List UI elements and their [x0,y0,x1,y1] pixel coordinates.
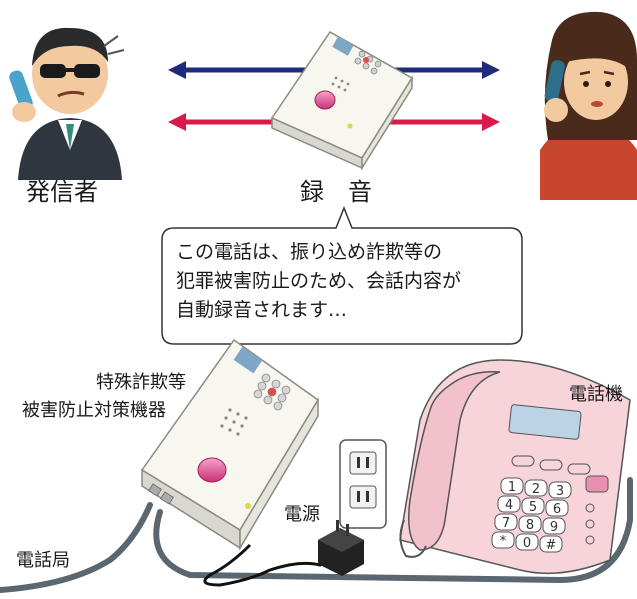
speech-bubble [161,205,523,345]
keypad-key: 9 [542,517,566,535]
keypad-key: 1 [500,477,524,495]
keypad-key: 4 [497,495,521,513]
caller-illustration [9,27,125,180]
caller-label: 発信者 [26,178,98,206]
keypad-key: 8 [518,515,542,533]
keypad-key: 2 [524,479,548,497]
keypad-key: # [539,535,563,553]
keypad-key: 3 [548,481,572,499]
keypad-key-label: 7 [502,516,510,531]
keypad-key-label: 0 [523,536,531,551]
keypad-key-label: 3 [556,484,564,499]
keypad-key: 5 [521,497,545,515]
receiver-illustration [540,11,637,200]
device-label-line2: 被害防止対策機器 [22,400,166,421]
recording-label: 録 音 [300,178,372,206]
keypad-key: * [491,531,515,549]
keypad-key: 7 [494,513,518,531]
speech-bubble-line-2: 犯罪被害防止のため、会話内容が [176,270,462,292]
power-label: 電源 [284,504,320,525]
telephone-keypad: 1 2 3 4 5 6 7 8 9 * 0 # [491,477,572,553]
keypad-key-label: * [500,534,507,549]
recorder-device-top [270,31,414,171]
device-label-line1: 特殊詐欺等 [96,372,186,393]
keypad-key-label: 6 [553,502,561,517]
power-adapter [318,520,364,576]
wall-outlet [339,439,387,529]
exchange-label: 電話局 [16,550,70,571]
power-cord [203,543,333,587]
keypad-key-label: 8 [526,518,534,533]
keypad-key: 6 [545,499,569,517]
keypad-key-label: 4 [505,498,513,513]
speech-bubble-line-1: この電話は、振り込め詐欺等の [176,241,443,263]
keypad-key-label: 2 [532,482,540,497]
speech-bubble-line-3: 自動録音されます… [176,299,348,321]
keypad-key: 0 [515,533,539,551]
recorder-device [140,338,319,551]
keypad-key-label: 1 [508,480,516,495]
keypad-key-label: 9 [550,520,558,535]
telephone [399,359,631,575]
speech-bubble-text: この電話は、振り込め詐欺等の 犯罪被害防止のため、会話内容が 自動録音されます… [176,238,516,325]
keypad-key-label: # [546,538,557,553]
phone-label: 電話機 [569,384,623,405]
phone-line-cable [0,477,633,593]
keypad-key-label: 5 [529,500,537,515]
